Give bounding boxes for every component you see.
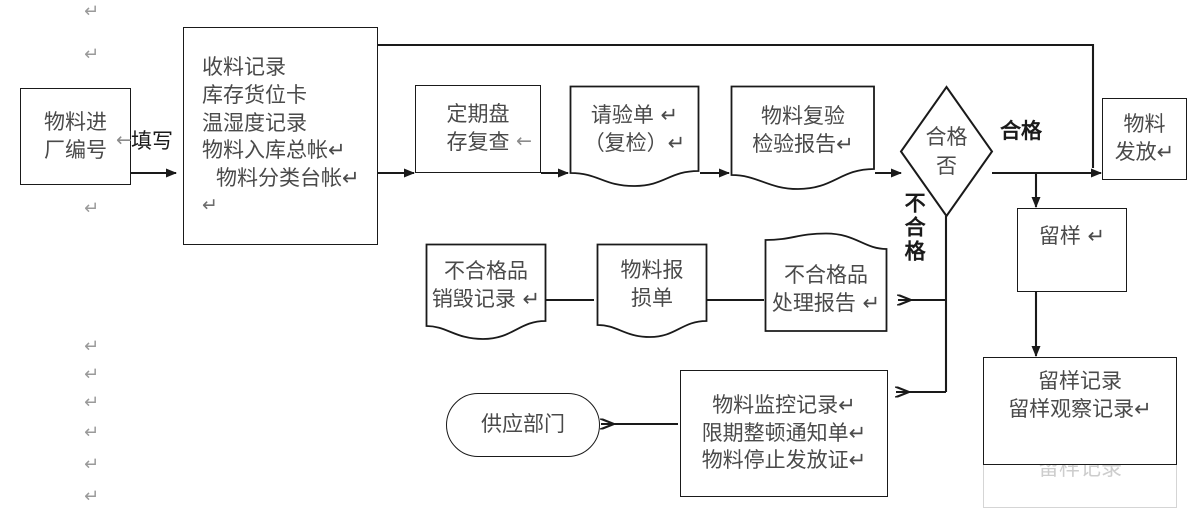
node-line: 收料记录: [202, 55, 286, 80]
node-nonconform-report[interactable]: 不合格品 处理报告 ↵: [764, 232, 888, 333]
node-retain-records[interactable]: 留样记录 留样观察记录↵: [983, 357, 1177, 465]
node-line: 留样观察记录↵: [1008, 396, 1152, 421]
node-retest-report[interactable]: 物料复验 检验报告↵: [730, 85, 876, 193]
node-line: 销毁记录 ↵: [431, 287, 541, 311]
node-line: 不合格品: [444, 259, 528, 284]
node-line: 库存货位卡: [202, 82, 307, 107]
node-line: 定期盘: [446, 102, 510, 127]
node-line: 检验报告↵: [752, 132, 854, 156]
node-destroy-record[interactable]: 不合格品 销毁记录 ↵: [425, 243, 547, 341]
node-line: 物料分类台帐↵: [216, 166, 360, 191]
node-line: 物料复验: [761, 104, 845, 129]
node-line: 存复查: [446, 130, 510, 154]
node-material-loss[interactable]: 物料报 损单: [596, 243, 708, 339]
node-line: 不合格品: [784, 262, 868, 287]
node-supply-dept[interactable]: 供应部门: [446, 393, 600, 457]
edge-label-fill-in: 填写: [131, 129, 173, 153]
paragraph-mark: ↵: [84, 454, 100, 475]
node-line: 物料进: [44, 109, 107, 134]
node-line: 损单: [631, 286, 673, 310]
node-line: 物料: [1123, 112, 1166, 137]
node-decision[interactable]: 合格 否: [899, 85, 994, 218]
node-line: 物料监控记录↵: [712, 392, 856, 417]
paragraph-mark: ↵: [84, 198, 100, 219]
document-shape: [569, 85, 700, 187]
paragraph-mark: ↵: [84, 422, 100, 443]
paragraph-mark: ↵: [84, 486, 100, 507]
edge-label-pass: 合格: [1000, 119, 1042, 143]
paragraph-mark: ↵: [84, 392, 100, 413]
node-line: 处理报告 ↵: [771, 290, 881, 315]
diamond-shape: [899, 85, 994, 218]
node-line: ↵: [202, 193, 218, 216]
node-records[interactable]: 收料记录 库存货位卡 温湿度记录 物料入库总帐↵ 物料分类台帐↵ ↵: [183, 27, 378, 245]
node-line: 限期整顿通知单↵: [701, 420, 867, 445]
back-arrow-icon: ←: [116, 129, 132, 151]
paragraph-mark: ↵: [84, 1, 100, 22]
node-inspection-request[interactable]: 请验单 ↵ （复检）↵: [569, 85, 700, 188]
node-line: 留样 ↵: [1038, 224, 1106, 248]
node-line: 物料入库总帐↵: [202, 138, 346, 163]
node-line: 发放↵: [1114, 140, 1175, 164]
node-line: 物料停止发放证↵: [701, 448, 867, 473]
document-shape: [425, 243, 547, 340]
node-line: 厂编号: [44, 137, 107, 162]
node-line: 供应部门: [481, 412, 565, 437]
edge-label-fail: 不合格: [902, 192, 927, 264]
node-line: 请验单 ↵: [590, 102, 679, 127]
node-line: 否: [936, 153, 957, 178]
paragraph-mark: ↵: [84, 44, 100, 65]
paragraph-mark: ↵: [84, 364, 100, 385]
document-shape: [596, 243, 708, 338]
document-shape: [764, 232, 888, 332]
node-material-entry[interactable]: 物料进 厂编号: [20, 88, 131, 185]
node-line: （复检）↵: [583, 130, 686, 155]
document-shape: [730, 85, 875, 190]
node-line: 合格: [925, 125, 968, 150]
node-line: 物料报: [620, 258, 684, 283]
node-retain-sample[interactable]: 留样 ↵: [1017, 208, 1127, 292]
node-line: 留样记录: [1038, 369, 1122, 393]
node-line: 温湿度记录: [202, 110, 307, 135]
edge-records-feedback-loop: [378, 43, 1095, 168]
back-arrow-icon: ←: [516, 130, 532, 152]
node-monitor-records[interactable]: 物料监控记录↵ 限期整顿通知单↵ 物料停止发放证↵: [680, 370, 888, 497]
node-periodic-check[interactable]: 定期盘 存复查: [415, 85, 541, 173]
node-material-issue[interactable]: 物料 发放↵: [1102, 98, 1187, 180]
paragraph-mark: ↵: [84, 336, 100, 357]
